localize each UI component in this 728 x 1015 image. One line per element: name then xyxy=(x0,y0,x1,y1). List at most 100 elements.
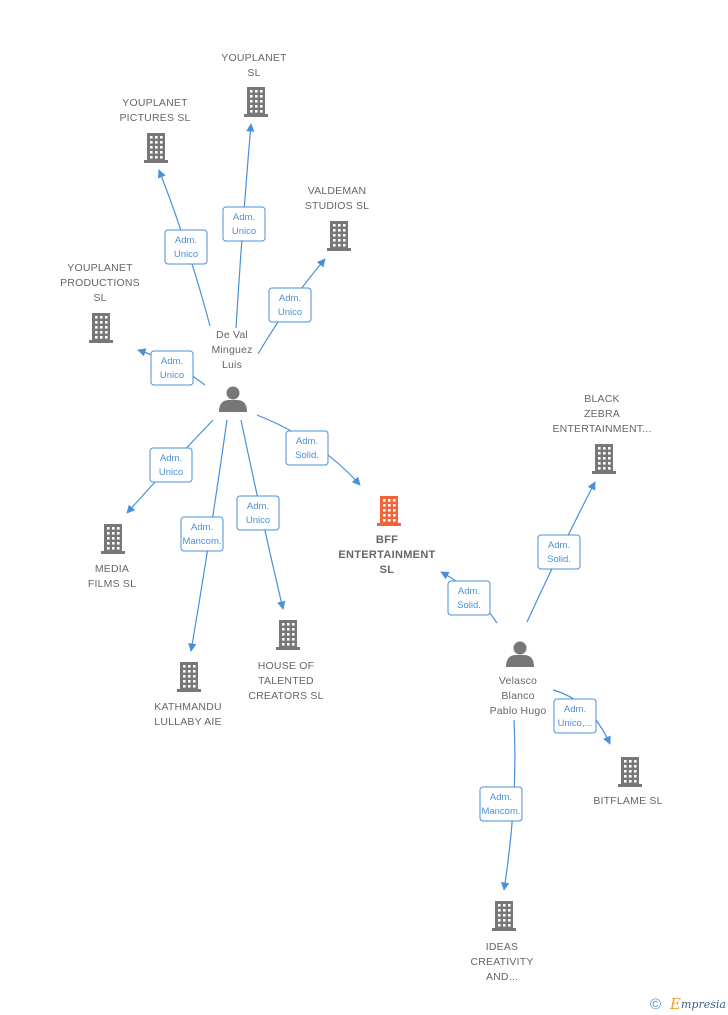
brand-initial: E xyxy=(669,995,681,1013)
role-badge-line: Adm. xyxy=(490,792,512,803)
role-badge-line: Unico xyxy=(159,467,183,478)
company-node-black_zebra[interactable]: BLACK ZEBRA ENTERTAINMENT... xyxy=(552,393,651,474)
building-icon xyxy=(276,620,300,650)
copyright-symbol: © xyxy=(650,996,661,1013)
role-badge-line: Unico xyxy=(232,226,256,237)
node-label-line: BLACK xyxy=(584,393,619,405)
node-label-line: De Val xyxy=(216,329,248,341)
role-badge-box xyxy=(285,430,329,466)
building-icon xyxy=(327,221,351,251)
role-badge[interactable]: Adm. Solid. xyxy=(285,430,329,466)
node-label-line: FILMS SL xyxy=(88,578,136,590)
building-icon xyxy=(618,757,642,787)
role-badge-box xyxy=(537,534,581,570)
building-icon xyxy=(377,496,401,526)
building-icon xyxy=(177,662,201,692)
node-label-line: Blanco xyxy=(501,690,534,702)
role-badge-line: Adm. xyxy=(296,436,318,447)
role-badge-box xyxy=(236,495,280,531)
role-badge[interactable]: Adm. Unico xyxy=(268,287,312,323)
node-label-line: ENTERTAINMENT... xyxy=(552,423,651,435)
role-badge-box xyxy=(268,287,312,323)
role-badge-line: Solid. xyxy=(457,600,481,611)
role-badge[interactable]: Adm. Unico xyxy=(236,495,280,531)
role-badge-line: Mancom. xyxy=(481,806,520,817)
role-badge[interactable]: Adm.Unico,... xyxy=(553,698,597,734)
building-icon xyxy=(592,444,616,474)
node-label-line: AND... xyxy=(486,971,518,983)
building-icon xyxy=(144,133,168,163)
company-node-bitflame[interactable]: BITFLAME SL xyxy=(593,757,662,807)
company-node-youplanet_sl[interactable]: YOUPLANET SL xyxy=(221,52,287,117)
node-label-line: CREATORS SL xyxy=(248,690,323,702)
role-badge-line: Adm. xyxy=(279,293,301,304)
node-label-line: KATHMANDU xyxy=(154,701,222,713)
company-node-youplanet_pictures[interactable]: YOUPLANET PICTURES SL xyxy=(119,97,190,163)
watermark: © E mpresia xyxy=(650,995,726,1013)
role-badge-line: Unico xyxy=(174,249,198,260)
badges-layer: Adm.UnicoAdm.UnicoAdm.UnicoAdm.UnicoAdm.… xyxy=(149,206,597,822)
node-label-line: ENTERTAINMENT xyxy=(338,549,435,561)
role-badge-line: Adm. xyxy=(548,540,570,551)
role-badge[interactable]: Adm. Unico xyxy=(222,206,266,242)
node-label-line: PRODUCTIONS xyxy=(60,277,140,289)
building-icon xyxy=(89,313,113,343)
node-label-line: YOUPLANET xyxy=(221,52,287,64)
role-badge-box xyxy=(479,786,523,822)
role-badge[interactable]: Adm. Unico xyxy=(149,447,193,483)
node-label-line: PICTURES SL xyxy=(119,112,190,124)
role-badge[interactable]: Adm.Solid. xyxy=(447,580,491,616)
node-label-line: YOUPLANET xyxy=(122,97,188,109)
role-badge-line: Solid. xyxy=(295,450,319,461)
building-icon xyxy=(244,87,268,117)
company-node-kathmandu[interactable]: KATHMANDU LULLABY AIE xyxy=(154,662,222,728)
role-badge-line: Adm. xyxy=(247,501,269,512)
company-node-ideas_creativity[interactable]: IDEASCREATIVITYAND... xyxy=(470,901,533,983)
node-label-line: BFF xyxy=(376,534,398,546)
node-label-line: TALENTED xyxy=(258,675,314,687)
role-badge[interactable]: Adm. Unico xyxy=(164,229,208,265)
role-badge-box xyxy=(180,516,224,552)
node-label-line: STUDIOS SL xyxy=(305,200,369,212)
role-badge-box xyxy=(149,447,193,483)
role-badge-line: Adm. xyxy=(175,235,197,246)
node-label-line: IDEAS xyxy=(486,941,519,953)
company-node-media_films[interactable]: MEDIA FILMS SL xyxy=(88,524,136,590)
person-icon xyxy=(506,641,534,667)
role-badge[interactable]: Adm.Unico xyxy=(150,350,194,386)
node-label-line: ZEBRA xyxy=(584,408,620,420)
brand-name[interactable]: mpresia xyxy=(681,998,726,1011)
role-badge-line: Adm. xyxy=(564,704,586,715)
node-label-line: Luis xyxy=(222,359,242,371)
node-label-line: SL xyxy=(93,292,106,304)
role-badge-line: Unico xyxy=(246,515,270,526)
role-badge[interactable]: Adm.Mancom. xyxy=(180,516,224,552)
node-label-line: SL xyxy=(247,67,260,79)
role-badge-line: Unico xyxy=(278,307,302,318)
node-label-line: Velasco xyxy=(499,675,537,687)
role-badge-box xyxy=(164,229,208,265)
node-label-line: LULLABY AIE xyxy=(154,716,221,728)
role-badge-box xyxy=(150,350,194,386)
person-icon xyxy=(219,386,247,412)
role-badge-line: Unico xyxy=(160,370,184,381)
node-label-line: MEDIA xyxy=(95,563,129,575)
role-badge-box xyxy=(553,698,597,734)
role-badge[interactable]: Adm. Mancom. xyxy=(479,786,523,822)
node-label-line: Pablo Hugo xyxy=(490,705,547,717)
role-badge-line: Adm. xyxy=(233,212,255,223)
node-label-line: BITFLAME SL xyxy=(593,795,662,807)
role-badge-line: Adm. xyxy=(191,522,213,533)
role-badge[interactable]: Adm.Solid. xyxy=(537,534,581,570)
building-icon xyxy=(492,901,516,931)
role-badge-line: Adm. xyxy=(160,453,182,464)
role-badge-box xyxy=(222,206,266,242)
